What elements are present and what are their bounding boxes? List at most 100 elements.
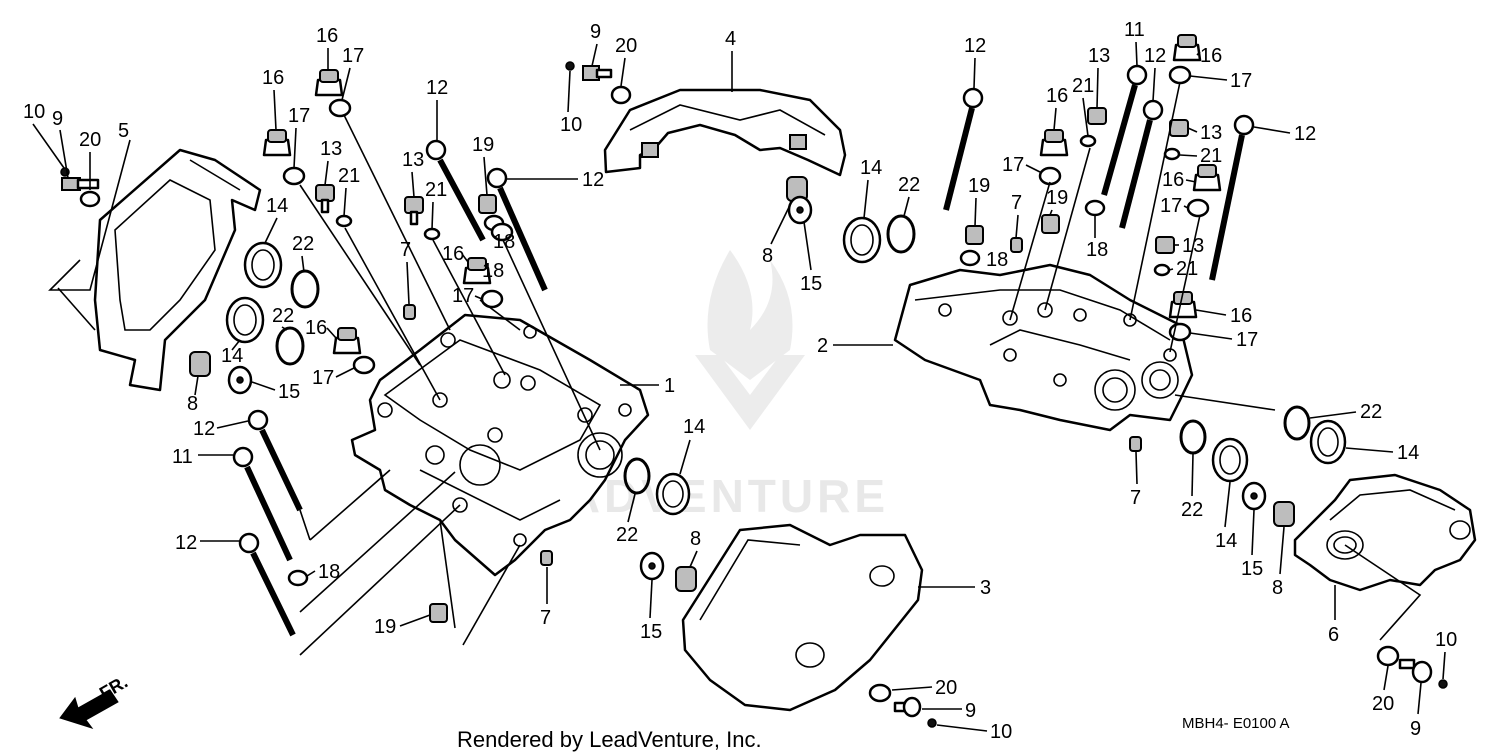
part-22-o-ring[interactable]: [290, 269, 320, 309]
part-10-nut[interactable]: [1438, 679, 1448, 689]
callout-22[interactable]: 22: [272, 305, 294, 327]
callout-17[interactable]: 17: [1230, 70, 1252, 92]
part-12-bolt[interactable]: [247, 409, 303, 512]
part-17-washer[interactable]: [352, 355, 376, 375]
callout-4[interactable]: 4: [725, 28, 736, 50]
callout-8[interactable]: 8: [1272, 577, 1283, 599]
part-16-cap-nut[interactable]: [262, 129, 292, 157]
part-15-collar[interactable]: [1241, 481, 1267, 511]
callout-9[interactable]: 9: [590, 21, 601, 43]
callout-15[interactable]: 15: [640, 621, 662, 643]
callout-7[interactable]: 7: [1130, 487, 1141, 509]
part-8-grommet[interactable]: [675, 566, 697, 592]
part-6-side-cover-right[interactable]: [1293, 473, 1477, 592]
part-7-dowel[interactable]: [540, 550, 553, 566]
callout-2[interactable]: 2: [817, 335, 828, 357]
part-22-o-ring[interactable]: [886, 214, 916, 254]
callout-6[interactable]: 6: [1328, 624, 1339, 646]
callout-13[interactable]: 13: [1182, 235, 1204, 257]
part-9-bolt[interactable]: [61, 177, 100, 191]
part-21-washer[interactable]: [335, 214, 353, 228]
callout-19[interactable]: 19: [472, 134, 494, 156]
part-22-o-ring[interactable]: [275, 326, 305, 366]
part-17-washer[interactable]: [328, 98, 352, 118]
part-11-bolt[interactable]: [232, 446, 293, 562]
callout-12[interactable]: 12: [193, 418, 215, 440]
callout-7[interactable]: 7: [400, 239, 411, 261]
part-11-bolt[interactable]: [1101, 64, 1148, 196]
callout-16[interactable]: 16: [1162, 169, 1184, 191]
callout-19[interactable]: 19: [1046, 187, 1068, 209]
callout-7[interactable]: 7: [1011, 192, 1022, 214]
part-18-washer[interactable]: [1084, 199, 1106, 217]
part-16-cap-nut[interactable]: [314, 69, 344, 97]
part-22-o-ring[interactable]: [623, 457, 651, 495]
callout-12[interactable]: 12: [426, 77, 448, 99]
callout-15[interactable]: 15: [278, 381, 300, 403]
callout-9[interactable]: 9: [965, 700, 976, 722]
part-17-washer[interactable]: [1168, 65, 1192, 85]
callout-17[interactable]: 17: [342, 45, 364, 67]
part-16-cap-nut[interactable]: [1039, 129, 1069, 157]
callout-18[interactable]: 18: [1086, 239, 1108, 261]
part-16-cap-nut[interactable]: [1168, 291, 1198, 319]
part-2-cylinder-head-cover-right[interactable]: [893, 263, 1194, 432]
callout-1[interactable]: 1: [664, 375, 675, 397]
callout-16[interactable]: 16: [316, 25, 338, 47]
part-12-bolt[interactable]: [1209, 114, 1255, 281]
part-3-bottom-cover[interactable]: [681, 523, 924, 712]
part-13-bolt[interactable]: [1155, 236, 1175, 254]
callout-18[interactable]: 18: [482, 260, 504, 282]
callout-22[interactable]: 22: [616, 524, 638, 546]
callout-7[interactable]: 7: [540, 607, 551, 629]
part-7-dowel[interactable]: [1129, 436, 1142, 452]
part-7-dowel[interactable]: [1010, 237, 1023, 253]
part-14-plug[interactable]: [655, 472, 691, 516]
callout-10[interactable]: 10: [23, 101, 45, 123]
callout-14[interactable]: 14: [266, 195, 288, 217]
part-17-washer[interactable]: [282, 166, 306, 186]
part-21-washer[interactable]: [1153, 263, 1171, 277]
callout-22[interactable]: 22: [1360, 401, 1382, 423]
callout-11[interactable]: 11: [172, 446, 193, 468]
callout-17[interactable]: 17: [452, 285, 474, 307]
part-13-bolt[interactable]: [1087, 107, 1107, 125]
callout-9[interactable]: 9: [1410, 718, 1421, 740]
callout-22[interactable]: 22: [292, 233, 314, 255]
part-5-side-cover-left[interactable]: [93, 148, 262, 392]
part-14-plug[interactable]: [1211, 437, 1249, 483]
callout-17[interactable]: 17: [1236, 329, 1258, 351]
callout-19[interactable]: 19: [968, 175, 990, 197]
part-20-washer[interactable]: [1376, 645, 1400, 667]
part-8-grommet[interactable]: [189, 351, 211, 377]
callout-15[interactable]: 15: [800, 273, 822, 295]
callout-21[interactable]: 21: [1200, 145, 1222, 167]
part-14-plug[interactable]: [842, 216, 882, 264]
part-21-washer[interactable]: [423, 227, 441, 241]
callout-18[interactable]: 18: [986, 249, 1008, 271]
callout-16[interactable]: 16: [1230, 305, 1252, 327]
callout-3[interactable]: 3: [980, 577, 991, 599]
part-14-plug[interactable]: [1309, 419, 1347, 465]
part-20-washer[interactable]: [868, 683, 892, 703]
callout-21[interactable]: 21: [1072, 75, 1094, 97]
part-12-bolt[interactable]: [1119, 99, 1164, 229]
callout-12[interactable]: 12: [1294, 123, 1316, 145]
callout-13[interactable]: 13: [1200, 122, 1222, 144]
part-22-o-ring[interactable]: [1283, 405, 1311, 441]
part-22-o-ring[interactable]: [1179, 419, 1207, 455]
part-19-nut[interactable]: [965, 225, 984, 245]
callout-12[interactable]: 12: [582, 169, 604, 191]
callout-22[interactable]: 22: [898, 174, 920, 196]
callout-17[interactable]: 17: [288, 105, 310, 127]
part-15-collar[interactable]: [639, 551, 665, 581]
part-12-bolt[interactable]: [943, 87, 984, 211]
callout-14[interactable]: 14: [1215, 530, 1237, 552]
callout-8[interactable]: 8: [690, 528, 701, 550]
callout-15[interactable]: 15: [1241, 558, 1263, 580]
part-19-nut[interactable]: [478, 194, 497, 214]
part-20-washer[interactable]: [79, 190, 101, 208]
callout-13[interactable]: 13: [320, 138, 342, 160]
callout-16[interactable]: 16: [1046, 85, 1068, 107]
callout-12[interactable]: 12: [964, 35, 986, 57]
